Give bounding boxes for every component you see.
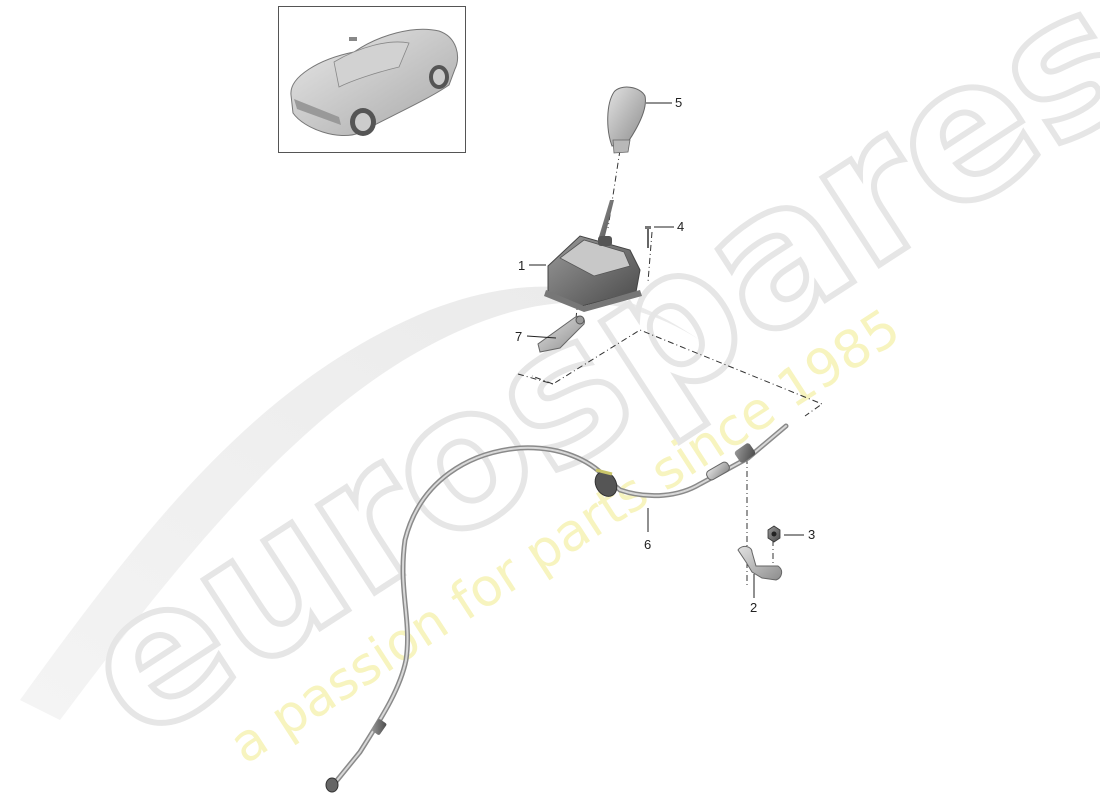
callout-5[interactable]: 5	[675, 95, 683, 110]
callout-1[interactable]: 1	[518, 258, 526, 273]
screw-part[interactable]	[645, 226, 651, 248]
callout-3[interactable]: 3	[808, 527, 816, 542]
leader-lines	[526, 102, 804, 598]
car-icon	[290, 28, 459, 137]
assembly-guide-lines	[517, 149, 824, 585]
callout-4[interactable]: 4	[677, 219, 685, 234]
vehicle-thumbnail[interactable]	[278, 6, 466, 153]
selector-housing-part[interactable]	[544, 200, 642, 312]
callout-6[interactable]: 6	[644, 537, 652, 552]
callout-7[interactable]: 7	[515, 329, 523, 344]
cable-connector-part[interactable]	[537, 315, 585, 353]
hex-nut-part[interactable]	[767, 525, 781, 543]
cable-bracket-part[interactable]	[737, 545, 783, 581]
shift-cable-part[interactable]	[325, 423, 789, 793]
gear-knob-part[interactable]	[607, 86, 646, 154]
callout-2[interactable]: 2	[750, 600, 758, 615]
